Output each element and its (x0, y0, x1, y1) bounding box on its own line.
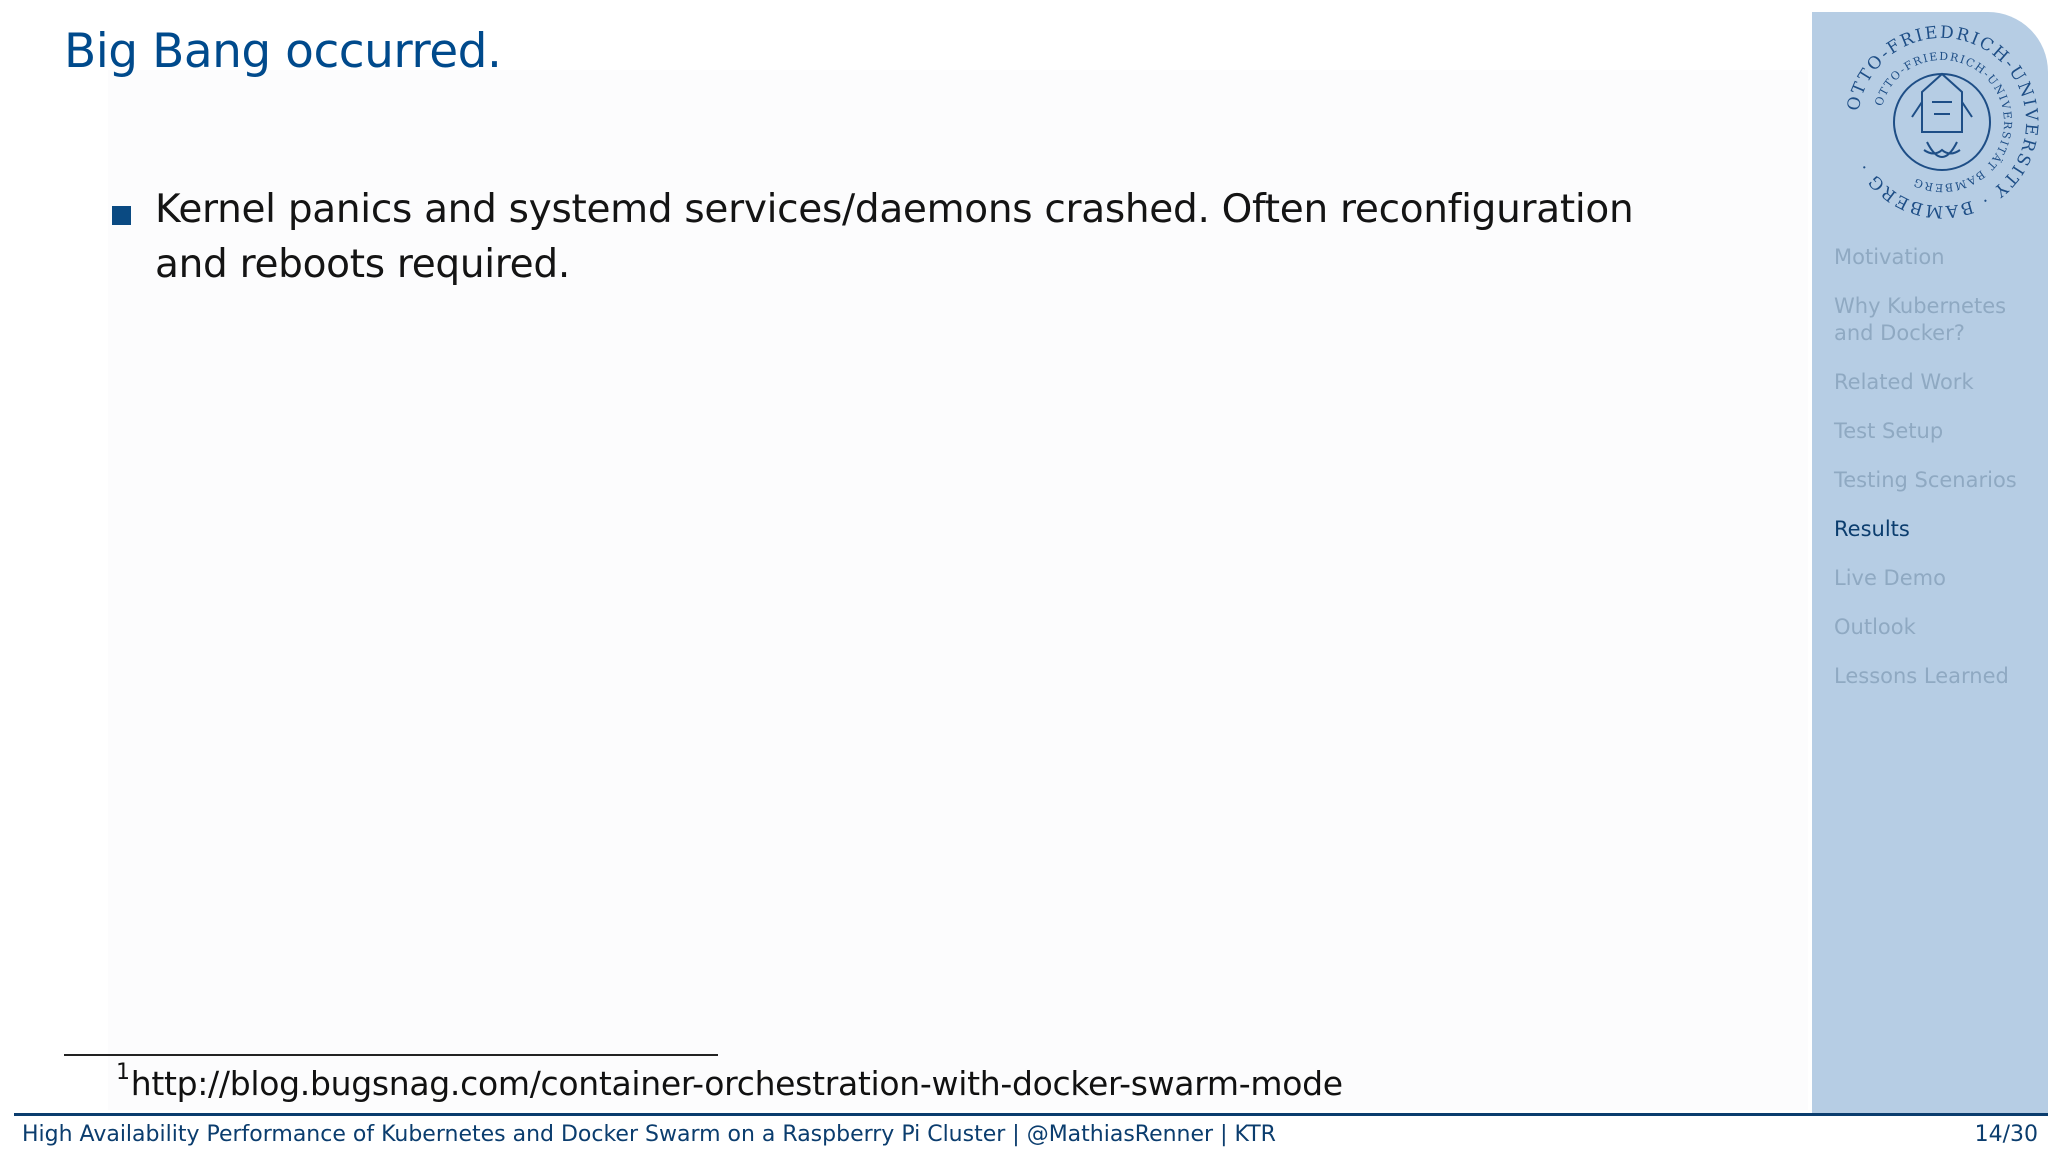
nav-item-testing-scenarios[interactable]: Testing Scenarios (1834, 468, 2017, 492)
footer-text: High Availability Performance of Kuberne… (22, 1122, 1276, 1147)
footnote-link[interactable]: http://blog.bugsnag.com/container-orches… (130, 1064, 1343, 1103)
page-number: 14/30 (1974, 1122, 2038, 1147)
footer-divider (14, 1113, 2048, 1116)
university-seal-icon: OTTO-FRIEDRICH-UNIVERSITY · BAMBERG · OT… (1844, 23, 2040, 222)
nav-item-live-demo[interactable]: Live Demo (1834, 566, 1946, 590)
square-bullet-icon (112, 206, 131, 225)
bullet-list: Kernel panics and systemd services/daemo… (110, 182, 1710, 292)
bullet-item: Kernel panics and systemd services/daemo… (110, 182, 1710, 292)
slide-content-area (108, 70, 1808, 1110)
nav-item-motivation[interactable]: Motivation (1834, 245, 1945, 269)
nav-item-outlook[interactable]: Outlook (1834, 615, 1916, 639)
footnote-divider (64, 1054, 718, 1056)
nav-item-why-kubernetes-and-docker[interactable]: Why Kubernetes and Docker? (1834, 294, 2007, 345)
footnote: 1http://blog.bugsnag.com/container-orche… (116, 1060, 1343, 1103)
slide-title: Big Bang occurred. (64, 24, 502, 79)
bullet-text: Kernel panics and systemd services/daemo… (155, 187, 1634, 287)
sidebar: OTTO-FRIEDRICH-UNIVERSITY · BAMBERG · OT… (1812, 12, 2048, 1116)
footnote-marker: 1 (116, 1060, 130, 1085)
nav-item-test-setup[interactable]: Test Setup (1834, 419, 1944, 443)
nav-item-results[interactable]: Results (1834, 517, 1910, 541)
nav-item-related-work[interactable]: Related Work (1834, 370, 1974, 394)
nav-item-lessons-learned[interactable]: Lessons Learned (1834, 664, 2009, 688)
section-nav: Motivation Why Kubernetes and Docker? Re… (1834, 244, 2048, 712)
